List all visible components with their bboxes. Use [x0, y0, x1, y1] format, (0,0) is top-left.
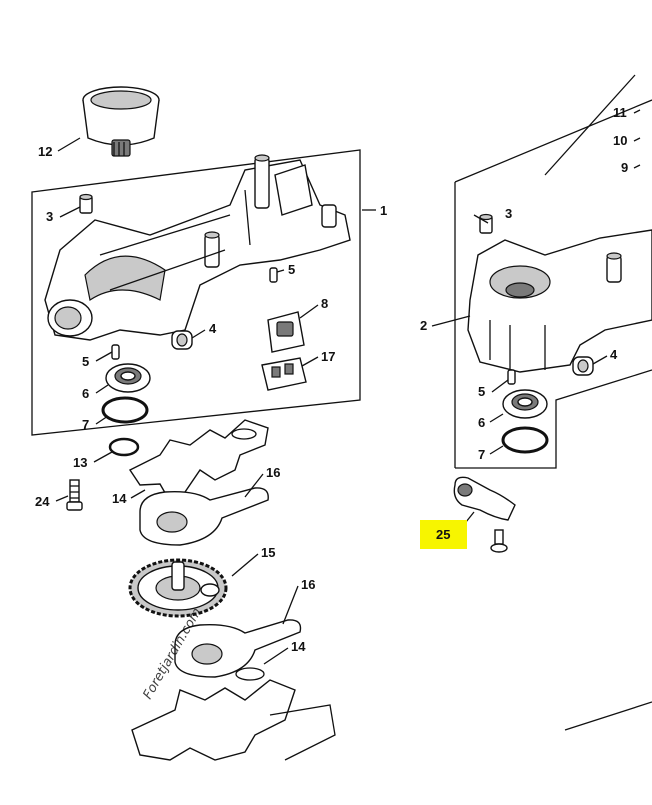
part-3-dowel-left	[79, 193, 93, 214]
part-16-lever-lower	[174, 619, 302, 678]
part-25-bracket	[453, 476, 516, 553]
part-5-pin-left-a	[269, 267, 278, 283]
callout-9[interactable]: 9	[621, 160, 628, 175]
callout-6-left[interactable]: 6	[82, 386, 89, 401]
callout-11[interactable]: 11	[613, 105, 627, 120]
part-12-clutch-drum	[82, 86, 160, 157]
callout-4-left[interactable]: 4	[209, 321, 217, 336]
callout-15[interactable]: 15	[261, 545, 275, 560]
right-housing-frame	[454, 74, 652, 731]
callout-16-lower[interactable]: 16	[301, 577, 315, 592]
part-14-gasket-lower	[131, 667, 336, 761]
right-frame-diagonal	[544, 74, 636, 176]
left-housing-frame	[31, 149, 361, 436]
right-frame-top	[454, 99, 652, 183]
callout-2[interactable]: 2	[420, 318, 427, 333]
callout-7-left[interactable]: 7	[82, 417, 89, 432]
part-6-ball-bearing-left	[105, 363, 151, 393]
part-17-connector	[261, 357, 307, 391]
callout-14-upper[interactable]: 14	[112, 491, 127, 506]
part-4-needle-bearing-left	[171, 330, 193, 350]
callout-5-left-b[interactable]: 5	[82, 354, 89, 369]
part-7-circlip-left	[101, 396, 149, 424]
part-24-screw	[66, 479, 83, 511]
part-16-lever-upper	[139, 487, 269, 546]
leader-lines	[55, 109, 641, 665]
callout-13[interactable]: 13	[73, 455, 87, 470]
part-6-ball-bearing-right	[502, 389, 548, 419]
callout-6-right[interactable]: 6	[478, 415, 485, 430]
callout-10[interactable]: 10	[613, 133, 627, 148]
callout-5-right[interactable]: 5	[478, 384, 485, 399]
part-2-gear-housing-right	[467, 229, 652, 373]
part-5-pin-right	[507, 369, 516, 385]
callout-3-right[interactable]: 3	[505, 206, 512, 221]
part-15-gear	[128, 558, 228, 618]
part-7-circlip-right	[501, 426, 549, 454]
callout-14-lower[interactable]: 14	[291, 639, 306, 654]
callout-4-right[interactable]: 4	[610, 347, 618, 362]
callout-5-left-a[interactable]: 5	[288, 262, 295, 277]
left-frame-outline	[31, 149, 361, 436]
callout-16-upper[interactable]: 16	[266, 465, 280, 480]
callout-25[interactable]: 25	[436, 527, 450, 542]
callout-7-right[interactable]: 7	[478, 447, 485, 462]
callout-1[interactable]: 1	[380, 203, 387, 218]
part-3-dowel-right	[479, 213, 493, 234]
callout-17[interactable]: 17	[321, 349, 335, 364]
part-5-pin-left-b	[111, 344, 120, 360]
callout-12[interactable]: 12	[38, 144, 52, 159]
callout-8[interactable]: 8	[321, 296, 328, 311]
part-25-highlight	[420, 520, 467, 549]
bottom-right-line	[564, 701, 652, 731]
part-4-needle-bearing-right	[572, 356, 594, 376]
part-14-gasket-upper	[128, 419, 269, 499]
part-1-gear-housing	[44, 154, 351, 341]
callout-labels: 12 1 3 5 4 5 6 7 8 17 13 24 14 16 15 16 …	[35, 105, 628, 654]
callout-3-left[interactable]: 3	[46, 209, 53, 224]
part-13-ring	[108, 437, 140, 457]
part-8-bracket	[267, 311, 305, 353]
callout-24[interactable]: 24	[35, 494, 50, 509]
right-frame-bottom	[455, 369, 652, 469]
